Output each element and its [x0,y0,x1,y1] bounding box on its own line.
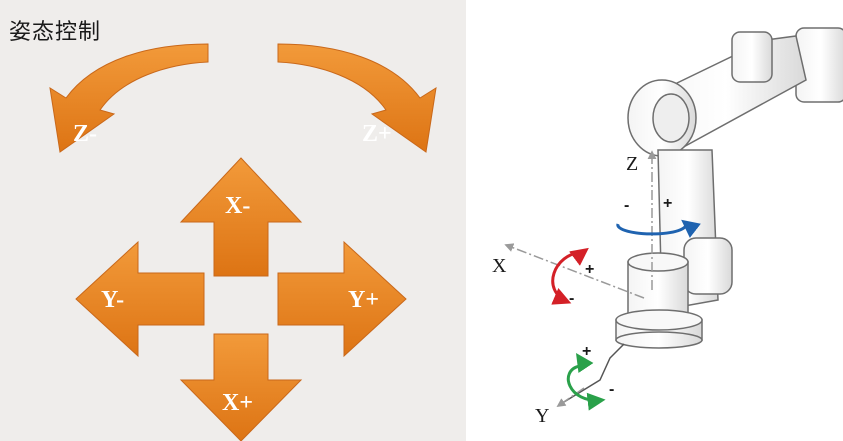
rotate-z-minus-button[interactable]: Z- [49,43,209,153]
y-axis-label: Y [535,405,549,427]
z-plus-label: Z+ [362,121,392,147]
axis-lines [504,150,657,408]
rotate-z-plus-button[interactable]: Z+ [277,43,437,153]
y-plus-sign: + [582,343,591,360]
y-axis-line [556,387,585,408]
y-plus-label: Y+ [348,287,379,313]
rotation-y-arrow [566,353,606,411]
robot-axis-diagram: Z X Y - + + - + - [492,27,843,427]
x-axis-line [504,243,645,299]
y-axis-connector [563,343,625,403]
move-y-minus-button[interactable]: Y- [75,240,205,358]
z-minus-label: Z- [73,121,97,147]
move-x-minus-button[interactable]: X- [179,157,303,277]
z-axis-label: Z [626,153,638,175]
x-minus-sign: - [569,290,574,307]
rotation-z-arrow [616,219,701,238]
move-y-plus-button[interactable]: Y+ [277,240,407,358]
x-plus-label: X+ [222,390,253,416]
y-minus-sign: - [609,381,614,398]
y-minus-label: Y- [101,287,124,313]
x-plus-sign: + [585,261,594,278]
attitude-control-panel: 姿态控制 Z- Z+ X- X+ [0,0,466,441]
z-plus-sign: + [663,195,672,212]
x-axis-label: X [492,255,507,277]
panel-title: 姿态控制 [9,20,102,45]
arrow-pad: Z- Z+ X- X+ Y- Y+ [49,43,437,441]
z-minus-sign: - [624,197,629,214]
rotation-x-arrow [551,247,589,305]
x-minus-label: X- [225,193,250,219]
robot-arm-image [615,27,843,349]
move-x-plus-button[interactable]: X+ [179,333,303,441]
